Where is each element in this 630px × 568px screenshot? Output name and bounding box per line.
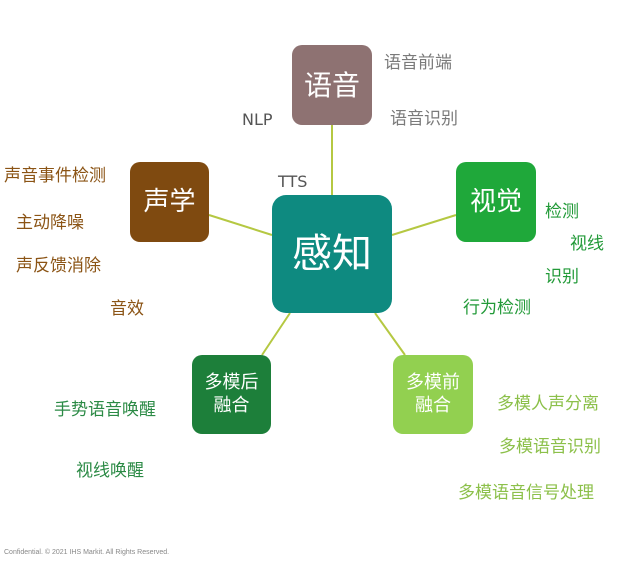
- late-fusion-item: 手势语音唤醒: [54, 400, 156, 420]
- early-fusion-item: 多模语音识别: [499, 437, 601, 457]
- link-vision: [391, 214, 457, 236]
- early-fusion-item: 多模语音信号处理: [458, 483, 594, 503]
- footer-copyright: Confidential. © 2021 IHS Markit. All Rig…: [4, 549, 170, 556]
- vision-node: 视觉: [456, 162, 536, 242]
- early-fusion-node: 多模前融合: [393, 355, 473, 434]
- voice-label: 语音: [303, 68, 360, 102]
- late-fusion-label: 多模后融合: [204, 372, 259, 416]
- voice-item: 语音识别: [390, 109, 458, 129]
- early-fusion-label: 多模前融合: [406, 372, 460, 416]
- center-node: 感知: [272, 195, 392, 313]
- link-acoustic: [208, 214, 273, 236]
- late-fusion-node: 多模后融合: [192, 355, 271, 434]
- acoustic-label: 声学: [143, 186, 196, 217]
- voice-node: 语音: [292, 45, 372, 125]
- vision-label: 视觉: [469, 186, 522, 217]
- early-fusion-item: 多模人声分离: [497, 394, 599, 414]
- voice-item: 语音前端: [384, 53, 452, 73]
- vision-item: 视线: [570, 234, 604, 254]
- vision-item: 检测: [545, 202, 579, 222]
- acoustic-node: 声学: [130, 162, 209, 242]
- late-fusion-item: 视线唤醒: [76, 461, 144, 481]
- nlp-label: NLP: [242, 110, 273, 129]
- tts-label: TTS: [278, 172, 308, 191]
- link-early-fusion: [374, 312, 406, 356]
- acoustic-item: 声音事件检测: [4, 166, 106, 186]
- link-late-fusion: [261, 312, 291, 356]
- vision-item: 识别: [545, 267, 579, 287]
- acoustic-item: 主动降噪: [16, 213, 84, 233]
- acoustic-item: 音效: [110, 299, 144, 319]
- vision-item: 行为检测: [463, 298, 531, 318]
- center-label: 感知: [292, 231, 372, 277]
- acoustic-item: 声反馈消除: [16, 256, 101, 276]
